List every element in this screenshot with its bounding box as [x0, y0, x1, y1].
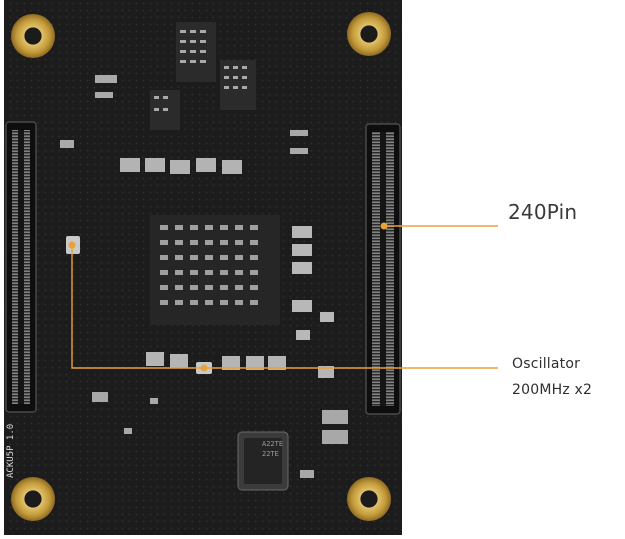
inductor-marking-line2: 22TE	[262, 450, 279, 458]
mounting-hole-top-right	[347, 12, 391, 56]
mounting-hole-bottom-left	[11, 477, 55, 521]
left-connector	[5, 121, 37, 413]
inductor-marking-line1: A22TE	[262, 440, 284, 448]
callout-oscillator	[68, 241, 498, 372]
silkscreen-version: ACKU5P 1.0	[6, 423, 16, 478]
pin-count-label: 240Pin	[508, 200, 578, 224]
right-connector	[365, 123, 401, 415]
oscillator-spec-label: 200MHz x2	[512, 382, 593, 398]
oscillator-components	[66, 236, 334, 378]
oscillator-label: Oscillator	[512, 356, 581, 372]
mounting-hole-top-left	[11, 14, 55, 58]
capacitor-column-right	[292, 226, 334, 340]
callout-240pin	[380, 222, 498, 230]
component-cluster-top	[60, 22, 308, 154]
capacitor-row	[120, 158, 242, 174]
component-grid-center	[150, 215, 280, 325]
component-cluster-bottom	[92, 392, 348, 478]
mounting-hole-bottom-right	[347, 477, 391, 521]
power-inductor	[237, 431, 289, 491]
